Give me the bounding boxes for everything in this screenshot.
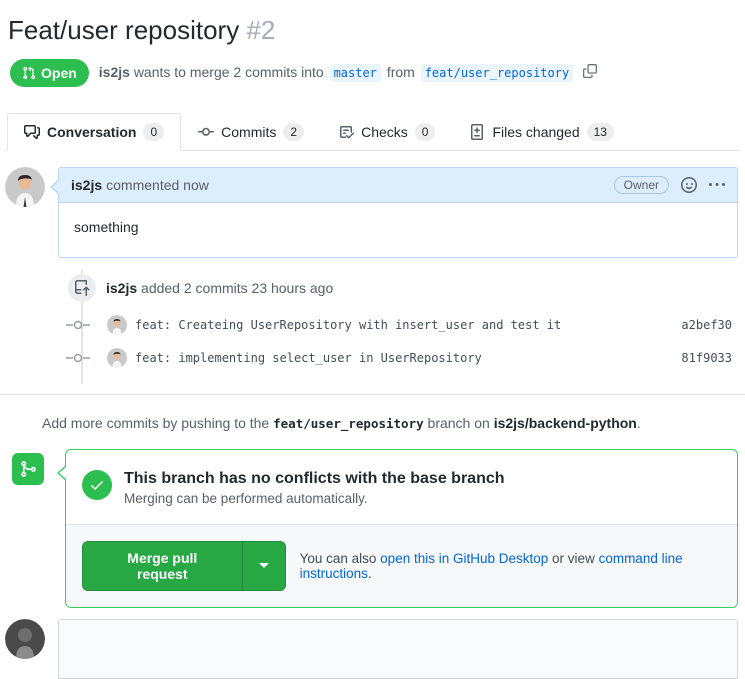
push-note-repo: is2js/backend-python	[493, 414, 637, 431]
open-in-github-desktop-link[interactable]: open this in GitHub Desktop	[380, 550, 549, 566]
timeline-event: is2js added 2 commits 23 hours ago	[5, 273, 740, 302]
check-icon	[82, 469, 112, 500]
comment-action: commented now	[106, 176, 209, 193]
commit-hash[interactable]: a2bef30	[681, 317, 732, 332]
tab-commits-label: Commits	[221, 123, 277, 140]
event-text: is2js added 2 commits 23 hours ago	[106, 280, 333, 296]
comment-options-button[interactable]	[709, 177, 725, 193]
merge-split-button: Merge pull request	[82, 540, 286, 591]
emoji-reaction-button[interactable]	[681, 176, 697, 193]
event-badge	[68, 273, 96, 302]
comment-author[interactable]: is2js	[71, 176, 103, 193]
merge-section: This branch has no conflicts with the ba…	[5, 448, 740, 608]
merge-options-dropdown[interactable]	[241, 541, 285, 590]
tab-files-changed-count: 13	[586, 122, 614, 141]
push-note-suffix: .	[636, 414, 641, 431]
chevron-down-icon	[258, 563, 269, 568]
pr-number: #2	[246, 15, 276, 45]
head-branch-label[interactable]: feat/user_repository	[420, 63, 574, 82]
pr-state-badge: Open	[10, 58, 89, 87]
tab-conversation[interactable]: Conversation 0	[7, 112, 182, 151]
event-author[interactable]: is2js	[106, 279, 138, 296]
pr-meta-row: Open is2js wants to merge 2 commits into…	[10, 58, 740, 87]
commit-message[interactable]: feat: Createing UserRepository with inse…	[135, 317, 562, 332]
push-note-branch: feat/user_repository	[273, 415, 424, 431]
section-divider	[0, 393, 745, 395]
comment-box: is2js commented now Owner something	[50, 166, 738, 258]
merge-status-box: This branch has no conflicts with the ba…	[57, 448, 738, 608]
tab-commits-count: 2	[283, 122, 305, 141]
pr-page: Feat/user repository #2 Open is2js wants…	[0, 14, 745, 679]
base-branch-label[interactable]: master	[329, 63, 381, 82]
copy-branch-button[interactable]	[583, 64, 598, 81]
git-commit-icon	[66, 317, 90, 333]
copy-icon	[583, 64, 598, 79]
merge-pull-request-button[interactable]: Merge pull request	[83, 541, 242, 590]
pr-state-label: Open	[41, 64, 77, 81]
command-line-instructions-link[interactable]: command line instructions	[299, 550, 683, 581]
tab-checks-count: 0	[414, 122, 436, 141]
git-pull-request-icon	[23, 66, 36, 79]
helper-middle: or view	[552, 550, 595, 566]
merge-footer: Merge pull request You can also open thi…	[66, 523, 737, 607]
checklist-icon	[340, 125, 355, 138]
merge-helper-text: You can also open this in GitHub Desktop…	[300, 551, 721, 581]
pr-meta-from: from	[386, 63, 415, 80]
file-diff-icon	[471, 123, 484, 140]
new-comment-box[interactable]	[58, 618, 738, 679]
commit-row: feat: Createing UserRepository with inse…	[5, 314, 740, 335]
git-commit-icon	[198, 127, 215, 136]
avatar	[5, 618, 45, 659]
helper-suffix: .	[367, 565, 372, 581]
commit-row: feat: implementing select_user in UserRe…	[5, 347, 740, 368]
merge-status: This branch has no conflicts with the ba…	[66, 450, 737, 524]
merge-status-subtitle: Merging can be performed automatically.	[124, 490, 368, 506]
tab-checks[interactable]: Checks 0	[321, 113, 452, 151]
push-note-prefix: Add more commits by pushing to the	[42, 414, 270, 431]
commit-message[interactable]: feat: implementing select_user in UserRe…	[135, 350, 482, 365]
kebab-horizontal-icon	[709, 182, 725, 186]
comment: is2js commented now Owner something	[5, 166, 740, 258]
tab-checks-label: Checks	[361, 123, 408, 140]
git-commit-icon	[66, 350, 90, 366]
user-avatar-image	[5, 166, 45, 207]
pr-tabs: Conversation 0 Commits 2 Checks 0 Files …	[5, 112, 740, 151]
tab-conversation-label: Conversation	[47, 123, 137, 140]
tab-files-changed-label: Files changed	[492, 123, 580, 140]
pr-author: is2js	[98, 63, 130, 80]
tab-conversation-count: 0	[143, 122, 165, 141]
avatar[interactable]	[5, 166, 45, 207]
merge-status-text: This branch has no conflicts with the ba…	[124, 470, 505, 506]
merge-status-title: This branch has no conflicts with the ba…	[124, 469, 505, 487]
repo-push-icon	[75, 279, 90, 296]
page-title: Feat/user repository #2	[8, 14, 740, 47]
tab-files-changed[interactable]: Files changed 13	[452, 113, 631, 151]
push-note-middle: branch on	[427, 414, 490, 431]
commit-hash[interactable]: 81f9033	[681, 350, 732, 365]
comment-body: something	[74, 218, 139, 235]
owner-badge: Owner	[613, 175, 669, 194]
push-note: Add more commits by pushing to the feat/…	[42, 415, 740, 431]
commit-author-avatar[interactable]	[107, 314, 127, 335]
commit-author-avatar[interactable]	[107, 347, 127, 368]
helper-prefix: You can also	[299, 550, 377, 566]
event-description: added 2 commits 23 hours ago	[141, 279, 334, 296]
pr-meta-action: wants to merge 2 commits into	[133, 63, 324, 80]
git-merge-icon	[12, 452, 44, 485]
comment-discussion-icon	[24, 124, 40, 139]
comment-header: is2js commented now Owner	[59, 167, 737, 203]
pr-title-text: Feat/user repository	[8, 15, 240, 45]
timeline: is2js added 2 commits 23 hours ago feat:…	[5, 269, 740, 384]
pr-meta-text: is2js wants to merge 2 commits into mast…	[98, 63, 598, 82]
new-comment-stub	[5, 618, 740, 679]
smiley-icon	[681, 176, 697, 193]
tab-commits[interactable]: Commits 2	[181, 113, 321, 151]
